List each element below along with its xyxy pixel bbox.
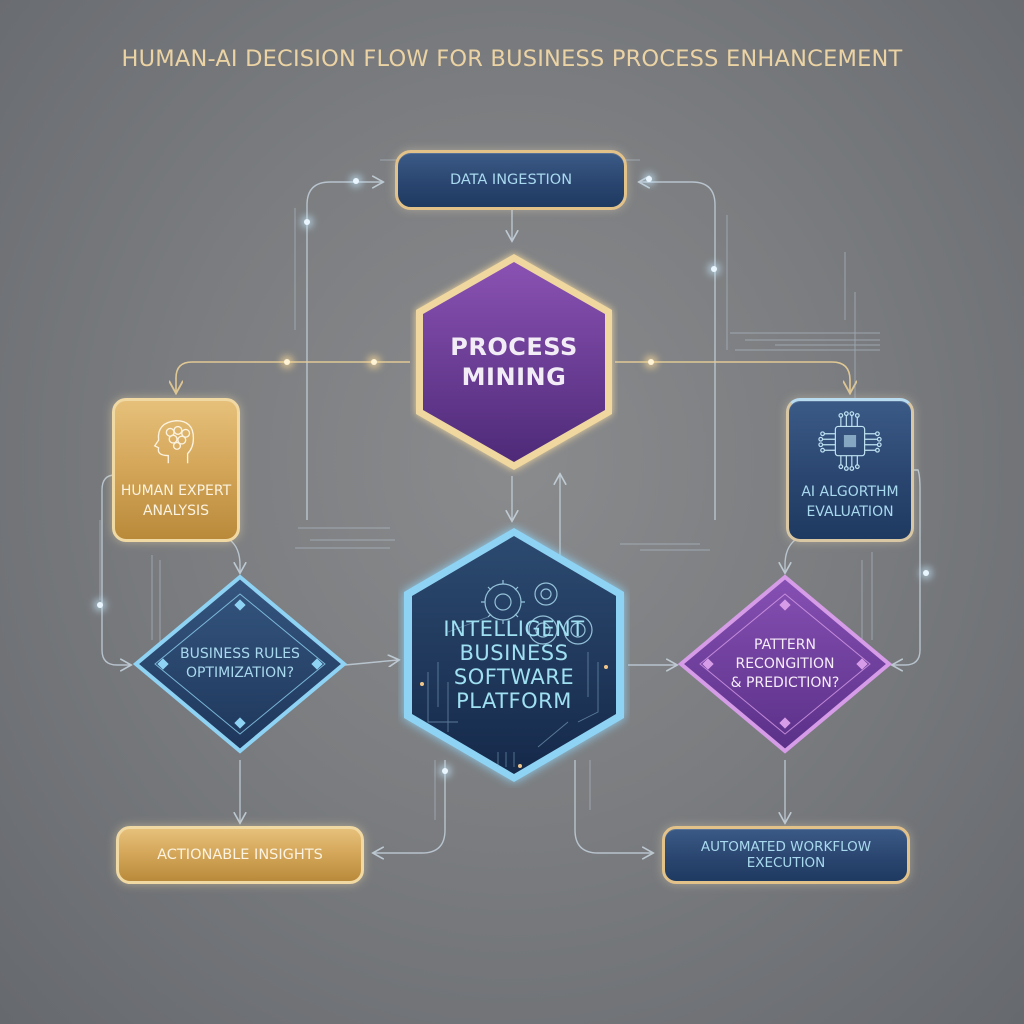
edge-ai-to-pattern: [785, 539, 796, 572]
glow-dot: [646, 176, 652, 182]
node-label-line: INTELLIGENT: [443, 617, 585, 641]
node-label-line: PATTERN: [754, 636, 816, 653]
node-label-line: PLATFORM: [456, 689, 572, 713]
hexagon-shape: [416, 254, 612, 470]
node-label: AUTOMATED WORKFLOW EXECUTION: [700, 839, 872, 871]
gears-icon: [481, 580, 593, 645]
edge-left-loop-business-rules: [101, 474, 130, 665]
edge-process-mining-to-ai: [615, 361, 850, 392]
node-pattern-recognition-prediction[interactable]: PATTERN RECONGITION & PREDICTION?: [678, 574, 892, 754]
node-automated-workflow-execution[interactable]: AUTOMATED WORKFLOW EXECUTION: [662, 826, 910, 884]
node-label-line: BUSINESS RULES: [180, 646, 300, 662]
node-ai-algorithm-evaluation[interactable]: AI ALGORTHM EVALUATION: [786, 398, 914, 542]
glow-dot: [97, 602, 103, 608]
node-label-line: MINING: [461, 363, 567, 391]
glow-dot: [711, 266, 717, 272]
edge-process-mining-to-human-expert: [176, 361, 410, 392]
node-label-line: SOFTWARE: [453, 665, 575, 689]
glow-dot: [353, 178, 359, 184]
chip-icon: [818, 411, 882, 471]
diagram-title: HUMAN-AI DECISION FLOW FOR BUSINESS PROC…: [121, 46, 903, 72]
node-label-line: RECONGITION: [735, 655, 835, 672]
edge-platform-to-insights: [374, 760, 446, 853]
node-label-line: HUMAN EXPERT: [120, 483, 232, 499]
node-data-ingestion[interactable]: DATA INGESTION: [395, 150, 627, 210]
glow-dot: [371, 359, 377, 365]
glow-dot: [648, 359, 654, 365]
node-label-line: ANALYSIS: [142, 503, 210, 519]
node-label: ACTIONABLE INSIGHTS: [157, 847, 323, 863]
brain-head-icon: [153, 420, 195, 464]
node-business-rules-optimization[interactable]: BUSINESS RULES OPTIMIZATION?: [133, 574, 347, 754]
glow-dot: [284, 359, 290, 365]
node-label-line: OPTIMIZATION?: [185, 665, 295, 681]
glow-dot: [304, 219, 310, 225]
diamond-shape: [678, 574, 892, 754]
node-label-line: PROCESS: [450, 333, 578, 361]
edge-left-to-data-ingestion: [306, 182, 382, 520]
node-actionable-insights[interactable]: ACTIONABLE INSIGHTS: [116, 826, 364, 884]
glow-dot: [442, 768, 448, 774]
diamond-shape: [133, 574, 347, 754]
node-label-line: & PREDICTION?: [730, 674, 840, 691]
hexagon-shape: [404, 528, 624, 782]
edge-right-to-data-ingestion: [640, 182, 716, 520]
edge-platform-to-workflow: [574, 760, 652, 853]
node-label-line: AI ALGORTHM: [801, 484, 899, 500]
node-label-line: BUSINESS: [459, 641, 569, 665]
edge-right-loop-pattern: [893, 469, 921, 665]
edge-business-rules-to-platform: [344, 660, 398, 665]
node-process-mining[interactable]: PROCESS MINING: [410, 248, 618, 476]
node-label: DATA INGESTION: [449, 172, 573, 188]
node-human-expert-analysis[interactable]: HUMAN EXPERT ANALYSIS: [112, 398, 240, 542]
node-label-line: EVALUATION: [806, 504, 894, 520]
edge-human-expert-to-business-rules: [229, 539, 240, 572]
glow-dot: [923, 570, 929, 576]
node-intelligent-business-software-platform[interactable]: INTELLIGENT BUSINESS SOFTWARE PLATFORM: [398, 522, 630, 788]
